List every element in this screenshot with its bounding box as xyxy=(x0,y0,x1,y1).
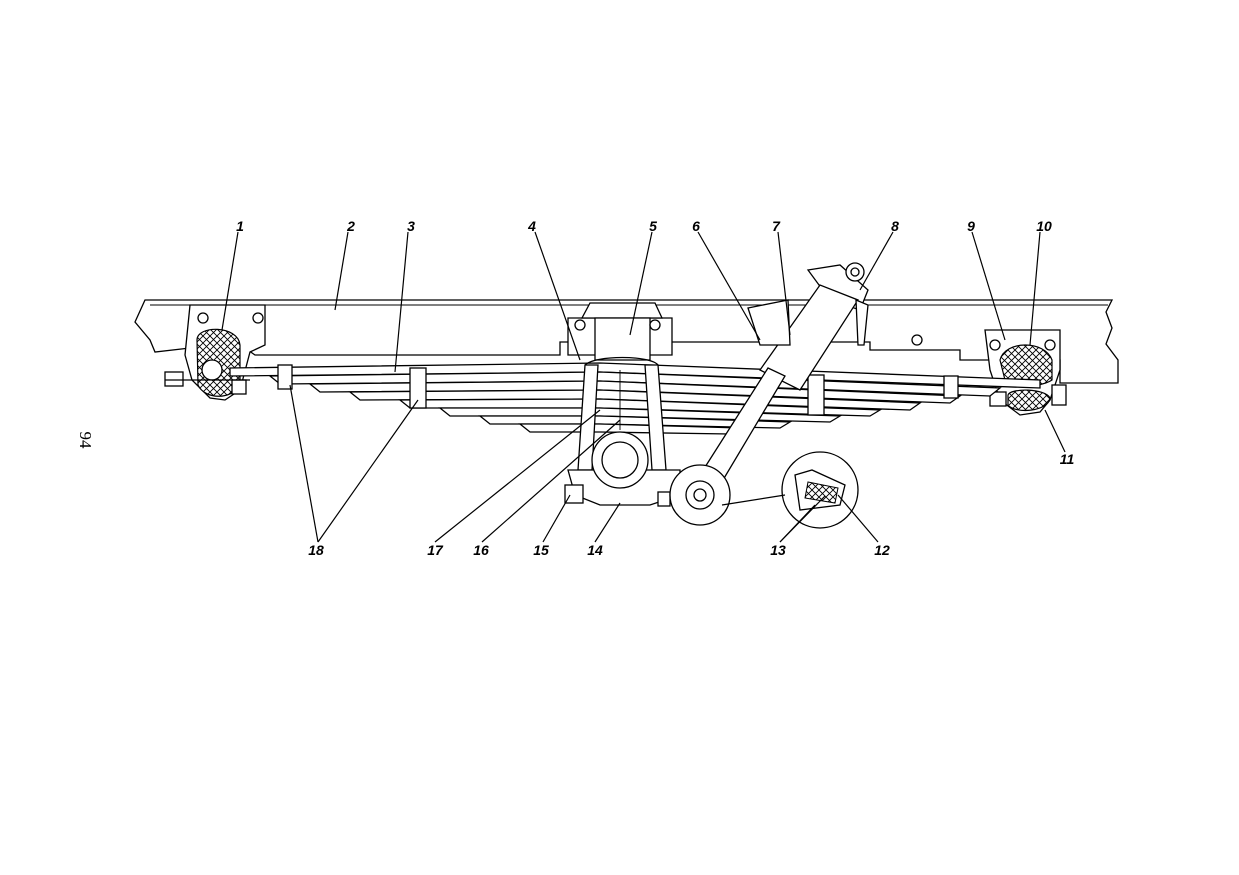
callout-2: 2 xyxy=(346,218,355,234)
callout-14: 14 xyxy=(587,542,603,558)
callout-6: 6 xyxy=(692,218,700,234)
spring-clips xyxy=(277,364,959,416)
callout-17: 17 xyxy=(427,542,444,558)
callout-labels: 1 2 3 4 5 6 7 8 9 10 11 12 13 14 15 16 1… xyxy=(236,218,1074,558)
callout-16: 16 xyxy=(473,542,489,558)
leader-lines xyxy=(221,231,1066,543)
callout-9: 9 xyxy=(967,218,975,234)
callout-3: 3 xyxy=(407,218,415,234)
page-number: 94 xyxy=(76,432,95,450)
callout-10: 10 xyxy=(1036,218,1052,234)
callout-7: 7 xyxy=(772,218,781,234)
shock-upper-bracket xyxy=(747,299,923,346)
callout-11: 11 xyxy=(1060,451,1075,467)
callout-15: 15 xyxy=(533,542,549,558)
axle-housing xyxy=(564,370,681,507)
bump-stop-bracket xyxy=(567,302,673,361)
detail-view-circle xyxy=(721,451,859,529)
callout-12: 12 xyxy=(874,542,890,558)
front-spring-bracket xyxy=(164,304,266,401)
callout-13: 13 xyxy=(770,542,786,558)
callout-18: 18 xyxy=(308,542,324,558)
callout-4: 4 xyxy=(527,218,536,234)
rear-spring-bracket xyxy=(984,329,1067,416)
shock-absorber xyxy=(669,262,869,526)
leaf-spring-pack xyxy=(229,362,1041,435)
callout-8: 8 xyxy=(891,218,899,234)
callout-1: 1 xyxy=(236,218,244,234)
callout-5: 5 xyxy=(649,218,657,234)
